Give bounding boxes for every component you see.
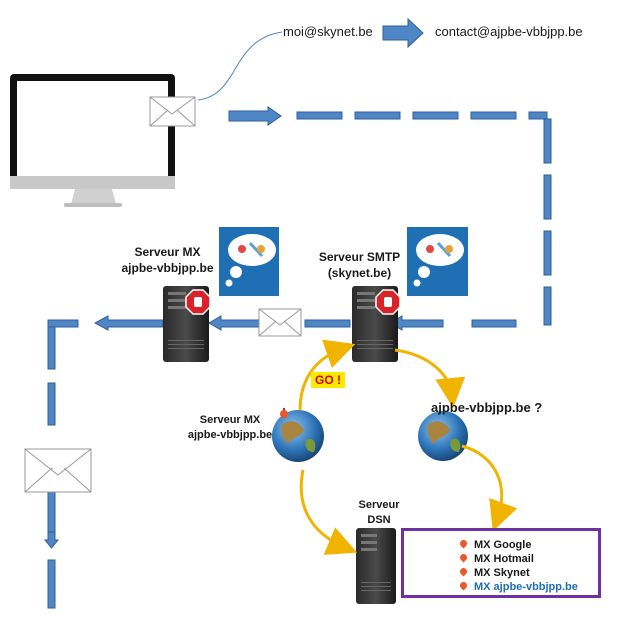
mx-thinking-thumbnail-icon [219,227,279,296]
sender-email: moi@skynet.be [283,24,373,39]
send-arrow-icon [382,17,424,49]
go-badge: GO ! [311,372,345,388]
mx-record-label: MX ajpbe-vbbjpp.be [474,581,578,593]
recipient-email: contact@ajpbe-vbbjpp.be [435,24,583,39]
mx-server-icon [163,286,211,362]
location-pin-icon [458,538,469,549]
mx-globe-icon [272,408,324,462]
mx-record-item-highlighted: MX ajpbe-vbbjpp.be [458,580,578,593]
mx-record-label: MX Skynet [474,567,530,579]
dns-server-subtitle: DSN [367,514,391,526]
mx-globe-title: Serveur MX [199,414,261,426]
dns-server-icon [356,528,396,604]
envelope-in-transit-icon [258,308,302,337]
mx-globe-domain: ajpbe-vbbjpp.be [187,429,273,441]
mx-record-label: MX Hotmail [474,553,534,565]
location-pin-icon [458,580,469,591]
mx-record-item: MX Skynet [458,566,530,579]
mx-server-label: Serveur MX ajpbe-vbbjpp.be [110,244,225,276]
envelope-delivered-icon [24,448,92,493]
smtp-server-title: Serveur SMTP [318,250,401,264]
mx-server-domain: ajpbe-vbbjpp.be [121,261,214,275]
flow-path-left [43,315,164,609]
location-pin-icon [458,552,469,563]
mx-records-box: MX Google MX Hotmail MX Skynet MX ajpbe-… [401,528,601,598]
location-pin-icon [458,566,469,577]
mx-server-title: Serveur MX [134,245,201,259]
smtp-server-label: Serveur SMTP (skynet.be) [312,249,407,281]
dns-query-label: ajpbe-vbbjpp.be ? [431,400,543,415]
mx-globe-label: Serveur MX ajpbe-vbbjpp.be [180,413,280,443]
flow-path-top [228,106,552,331]
mx-record-item: MX Hotmail [458,552,534,565]
flow-path-middle [208,315,351,331]
envelope-icon [149,96,196,127]
smtp-server-icon [352,286,401,362]
dns-resolution-arrows [298,339,518,555]
email-connector-line [197,31,283,101]
mx-record-label: MX Google [474,539,532,551]
dns-server-title: Serveur [358,499,400,511]
computer-monitor-icon [10,74,175,207]
smtp-server-domain: (skynet.be) [327,266,392,280]
dns-query-globe-icon [418,411,468,461]
smtp-thinking-thumbnail-icon [407,227,468,296]
dns-server-label: Serveur DSN [352,498,406,528]
mx-record-item: MX Google [458,538,532,551]
